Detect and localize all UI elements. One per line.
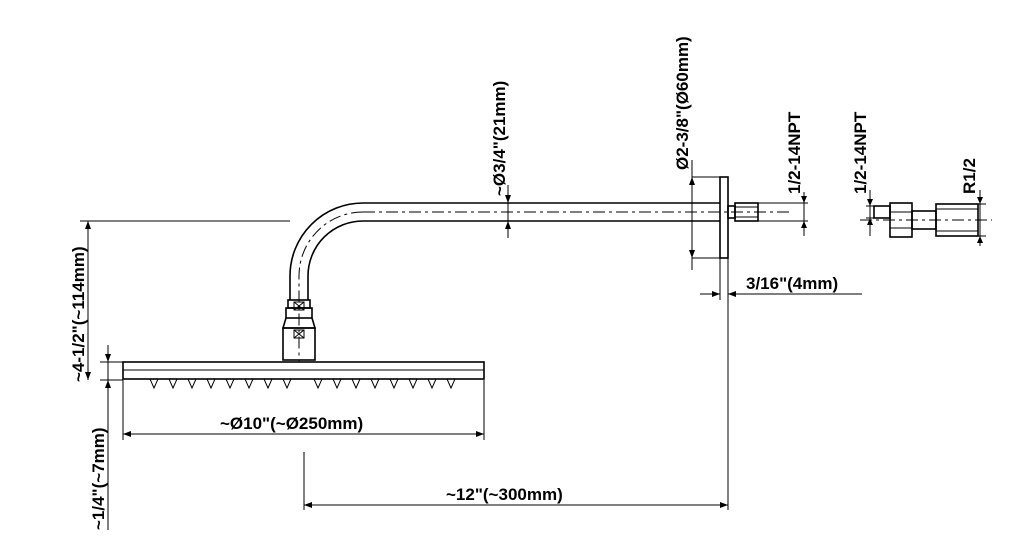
label-adapter-r12: R1/2 — [960, 158, 979, 194]
dim-drop-height: ~4-1/2"(~114mm) — [69, 220, 290, 382]
shower-arm — [289, 202, 790, 362]
shower-head — [122, 361, 485, 390]
thread-adapter — [860, 202, 992, 238]
label-head-thickness: ~1/4"(~7mm) — [89, 427, 108, 530]
arm-thread-end — [727, 202, 759, 222]
dim-flange-diameter: Ø2-3/8"(Ø60mm) — [673, 36, 720, 270]
label-adapter-npt: 1/2-14NPT — [851, 111, 870, 194]
label-flange-thickness: 3/16"(4mm) — [746, 274, 838, 293]
shower-nozzles — [149, 378, 456, 390]
dim-head-thickness: ~1/4"(~7mm) — [89, 345, 123, 530]
label-arm-thread: 1/2-14NPT — [785, 111, 804, 194]
dim-adapter-npt: 1/2-14NPT — [851, 111, 874, 236]
wall-flange — [719, 176, 729, 259]
dim-arm-thread: 1/2-14NPT — [758, 111, 808, 236]
dim-arm-diameter: ~Ø3/4"(21mm) — [490, 81, 511, 238]
dim-head-diameter: ~Ø10"(~Ø250mm) — [122, 380, 485, 440]
dim-arm-length: ~12"(~300mm) — [303, 452, 728, 510]
label-arm-diameter: ~Ø3/4"(21mm) — [490, 81, 509, 196]
dim-flange-thickness: 3/16"(4mm) — [700, 258, 862, 510]
dim-adapter-r12: R1/2 — [960, 158, 986, 246]
label-flange-diameter: Ø2-3/8"(Ø60mm) — [673, 36, 692, 170]
ball-joint — [281, 299, 317, 361]
label-drop-height: ~4-1/2"(~114mm) — [69, 246, 88, 382]
label-arm-length: ~12"(~300mm) — [446, 485, 563, 504]
label-head-diameter: ~Ø10"(~Ø250mm) — [220, 414, 363, 433]
